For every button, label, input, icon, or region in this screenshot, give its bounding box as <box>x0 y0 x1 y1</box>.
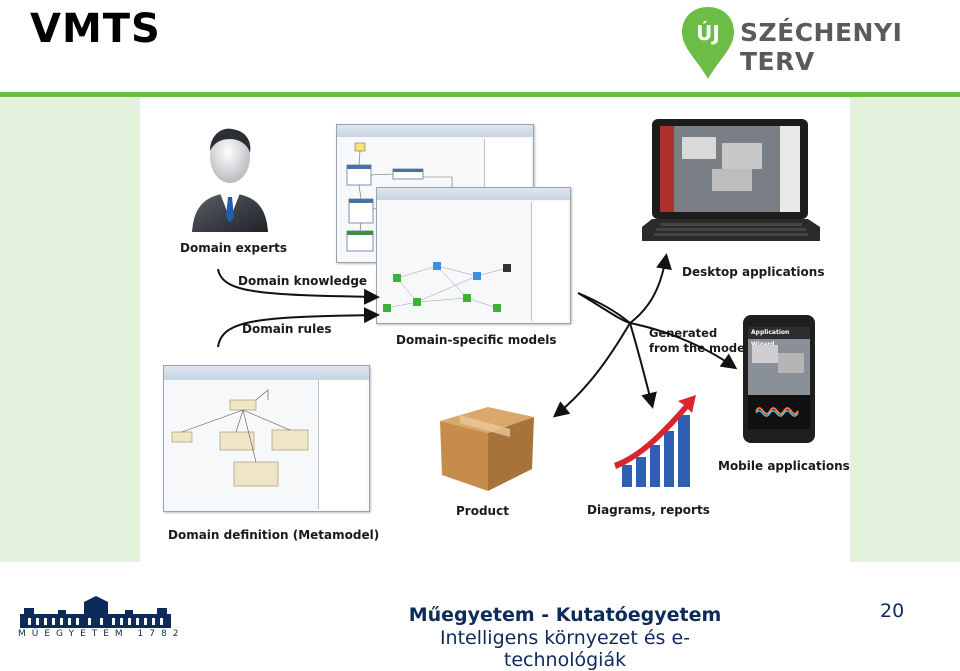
domain-expert-person-icon <box>192 128 268 232</box>
laptop-icon <box>642 119 820 241</box>
label-mobile-applications: Mobile applications <box>718 459 850 473</box>
label-generated-line1: Generated <box>649 326 718 340</box>
szechenyi-terv-logo: ÚJ <box>682 7 734 79</box>
label-desktop-applications: Desktop applications <box>682 265 825 279</box>
logo-text: SZÉCHENYI TERV <box>740 18 903 76</box>
bme-caption: MŰEGYETEM 1782 <box>18 629 185 639</box>
label-domain-experts: Domain experts <box>180 241 288 255</box>
logo-badge: ÚJ <box>696 21 720 45</box>
slide-title: VMTS <box>30 6 161 52</box>
header-rule <box>0 92 960 97</box>
label-diagrams-reports: Diagrams, reports <box>587 503 710 517</box>
vmts-overview-figure: Domain experts Domain knowledge Domain r… <box>140 97 850 562</box>
right-band <box>850 97 960 562</box>
phone-screen: Application Wizard <box>748 327 810 429</box>
label-domain-rules: Domain rules <box>242 322 332 336</box>
footer-subtitle: Intelligens környezet és e-technológiák <box>439 627 691 671</box>
label-domain-specific-models: Domain-specific models <box>396 333 557 347</box>
label-product: Product <box>456 504 509 518</box>
label-domain-knowledge: Domain knowledge <box>238 274 368 288</box>
product-box-icon <box>440 407 534 491</box>
left-band <box>0 97 140 562</box>
diagrams-chart-icon <box>614 395 696 487</box>
phone-screen-title: Application Wizard <box>748 327 810 348</box>
mobile-phone: Application Wizard <box>743 315 815 443</box>
page-number: 20 <box>880 600 905 622</box>
metamodel-editor-screenshot <box>163 365 370 512</box>
label-domain-definition: Domain definition (Metamodel) <box>168 528 380 542</box>
label-generated: Generated from the model <box>649 326 749 356</box>
network-model-screenshot <box>376 187 571 324</box>
footer-university: Műegyetem - Kutatóegyetem <box>408 604 722 626</box>
bme-building-logo <box>20 596 171 628</box>
label-generated-line2: from the model <box>649 341 749 355</box>
